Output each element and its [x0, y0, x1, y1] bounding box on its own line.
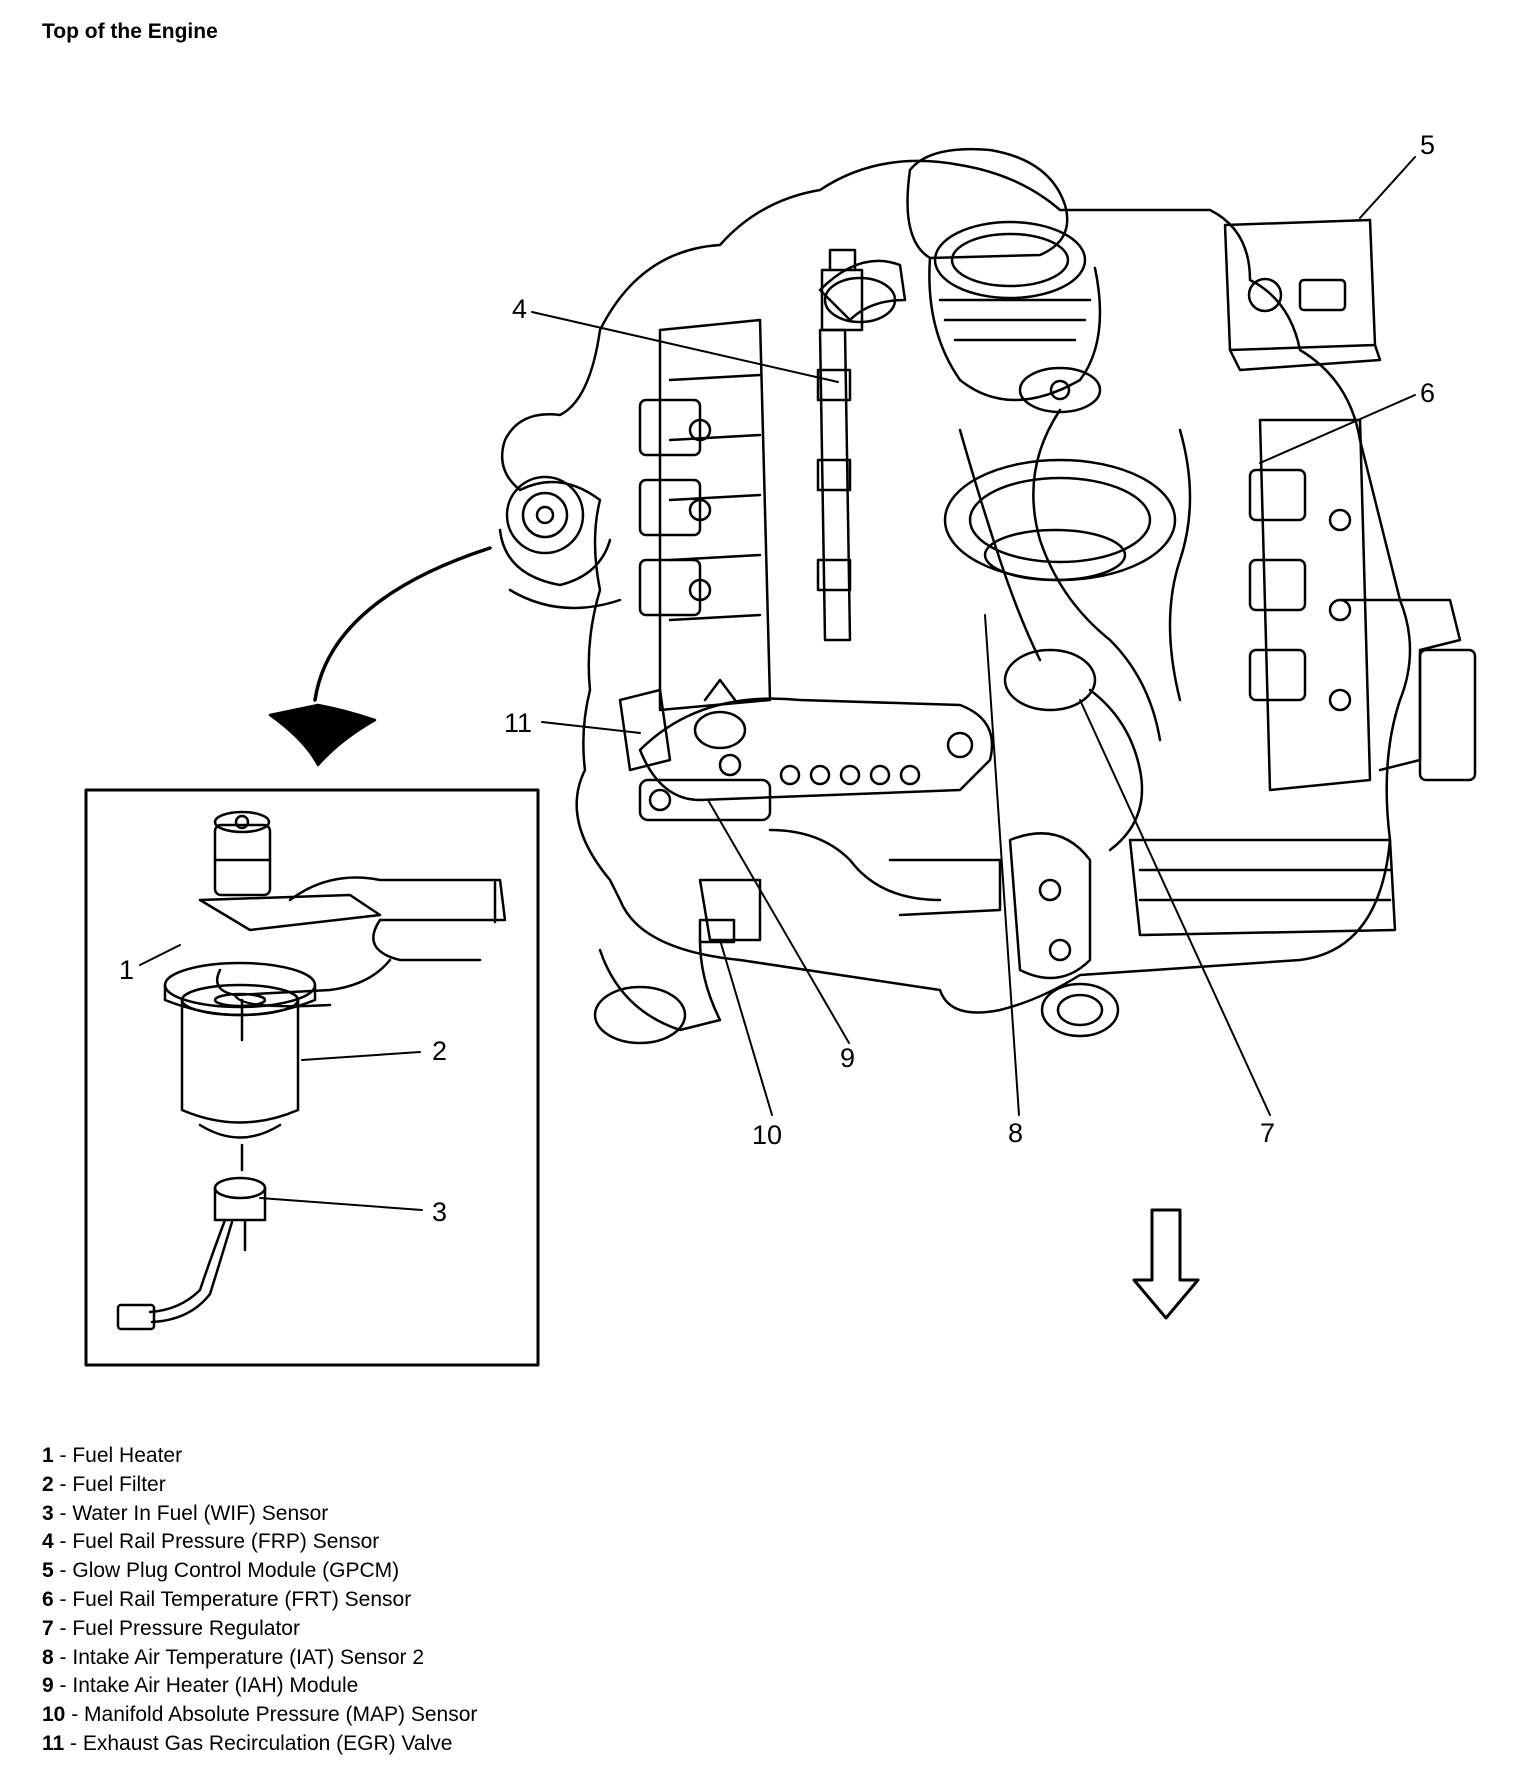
legend-number: 6 — [42, 1587, 54, 1611]
legend-number: 5 — [42, 1559, 54, 1583]
leader-9 — [707, 799, 850, 1044]
legend-item: 10 - Manifold Absolute Pressure (MAP) Se… — [42, 1701, 477, 1730]
leader-7 — [1079, 699, 1271, 1116]
callout-7: 7 — [1260, 1118, 1276, 1148]
leader-11 — [541, 721, 641, 734]
inset-wif-sensor — [116, 1176, 267, 1331]
legend-text: Fuel Filter — [72, 1472, 166, 1496]
legend-number: 3 — [42, 1501, 54, 1525]
turbo-housing — [906, 147, 1069, 260]
fuel-rail-left — [818, 328, 852, 642]
inset-fuel-filter — [180, 983, 300, 1172]
engine-illustration — [498, 147, 1477, 1045]
legend-number: 9 — [42, 1674, 54, 1698]
legend-item: 7 - Fuel Pressure Regulator — [42, 1615, 477, 1644]
legend-item: 9 - Intake Air Heater (IAH) Module — [42, 1672, 477, 1701]
callout-5: 5 — [1420, 130, 1436, 160]
legend-text: Exhaust Gas Recirculation (EGR) Valve — [82, 1731, 453, 1755]
leader-6 — [1259, 394, 1416, 464]
legend-text: Intake Air Heater (IAH) Module — [72, 1674, 359, 1698]
leader-2 — [301, 1051, 421, 1061]
legend-text: Glow Plug Control Module (GPCM) — [72, 1559, 400, 1583]
leader-8 — [984, 614, 1020, 1116]
leader-4 — [531, 311, 839, 383]
legend-text: Fuel Heater — [72, 1444, 183, 1467]
callout-3: 3 — [432, 1197, 448, 1227]
legend-number: 11 — [42, 1731, 65, 1755]
legend-item: 5 - Glow Plug Control Module (GPCM) — [42, 1557, 477, 1586]
page-title: Top of the Engine — [42, 20, 218, 43]
orientation-arrow — [1132, 1208, 1200, 1320]
legend-number: 10 — [42, 1703, 66, 1727]
leader-3 — [259, 1197, 423, 1211]
legend-number: 4 — [42, 1530, 54, 1554]
callout-9: 9 — [840, 1043, 856, 1073]
legend-separator: - — [53, 1472, 73, 1496]
engine-outline — [500, 159, 1412, 1014]
egr-crossover — [638, 697, 994, 802]
leader-lines — [139, 156, 1416, 1211]
legend-separator: - — [53, 1501, 73, 1525]
legend-separator: - — [53, 1616, 73, 1640]
legend-item: 11 - Exhaust Gas Recirculation (EGR) Val… — [42, 1730, 477, 1759]
inset-fuel-heater — [163, 810, 507, 1017]
legend-text: Intake Air Temperature (IAT) Sensor 2 — [72, 1645, 425, 1669]
legend-text: Fuel Rail Temperature (FRT) Sensor — [72, 1587, 412, 1611]
legend-number: 7 — [42, 1616, 54, 1640]
leader-1 — [139, 944, 181, 966]
legend-number: 1 — [42, 1444, 54, 1467]
legend-separator: - — [64, 1731, 83, 1755]
callout-4: 4 — [512, 294, 528, 324]
callout-11: 11 — [504, 708, 533, 738]
curved-arrow — [268, 546, 492, 767]
legend-item: 8 - Intake Air Temperature (IAT) Sensor … — [42, 1644, 477, 1673]
callout-10: 10 — [752, 1120, 783, 1150]
legend-item: 3 - Water In Fuel (WIF) Sensor — [42, 1500, 477, 1529]
legend-separator: - — [53, 1444, 73, 1467]
legend-separator: - — [65, 1703, 85, 1727]
legend-separator: - — [53, 1587, 73, 1611]
engine-diagram — [84, 147, 1477, 1367]
turbo-inlet — [933, 220, 1087, 300]
legend-item: 2 - Fuel Filter — [42, 1471, 477, 1500]
legend-number: 2 — [42, 1472, 54, 1496]
legend-separator: - — [53, 1674, 73, 1698]
callout-6: 6 — [1420, 378, 1436, 408]
legend-text: Manifold Absolute Pressure (MAP) Sensor — [84, 1703, 478, 1727]
callout-8: 8 — [1008, 1118, 1024, 1148]
legend-item: 4 - Fuel Rail Pressure (FRP) Sensor — [42, 1528, 477, 1557]
inset-box — [84, 788, 540, 1367]
legend-text: Fuel Pressure Regulator — [72, 1616, 300, 1640]
legend: 1 - Fuel Heater 2 - Fuel Filter 3 - Wate… — [42, 1442, 477, 1759]
legend-item: 1 - Fuel Heater — [42, 1442, 477, 1471]
bolt-row — [779, 764, 921, 786]
callout-1: 1 — [119, 955, 135, 985]
legend-item: 6 - Fuel Rail Temperature (FRT) Sensor — [42, 1586, 477, 1615]
legend-number: 8 — [42, 1645, 54, 1669]
leader-10 — [719, 939, 773, 1116]
callout-2: 2 — [432, 1036, 448, 1066]
legend-separator: - — [53, 1559, 73, 1583]
leader-5 — [1359, 156, 1416, 219]
legend-text: Water In Fuel (WIF) Sensor — [72, 1501, 329, 1525]
legend-separator: - — [53, 1530, 73, 1554]
legend-separator: - — [53, 1645, 73, 1669]
legend-text: Fuel Rail Pressure (FRP) Sensor — [72, 1530, 380, 1554]
